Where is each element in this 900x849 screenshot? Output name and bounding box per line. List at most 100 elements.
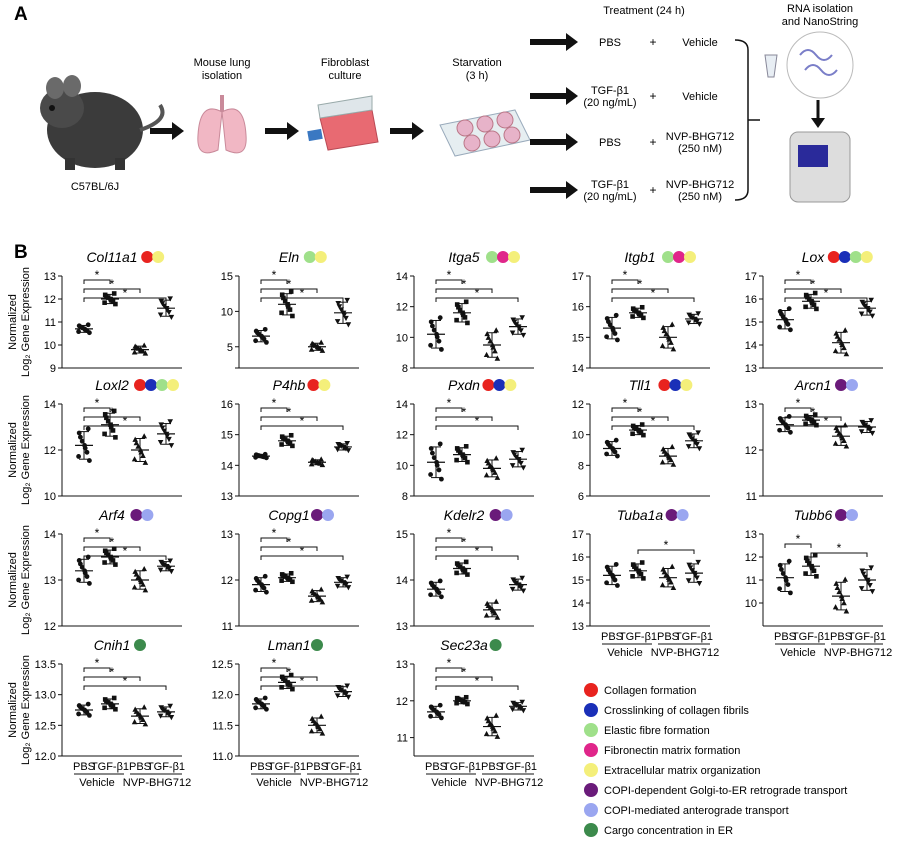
treatment-right: NVP-BHG712(250 nM) bbox=[666, 179, 734, 203]
pathway-dot bbox=[141, 509, 154, 521]
pathway-dot bbox=[497, 251, 509, 263]
data-point bbox=[104, 550, 109, 556]
chart-title: Itga5 bbox=[448, 249, 479, 265]
significance-bracket bbox=[260, 297, 344, 302]
y-tick-label: 17 bbox=[572, 529, 584, 541]
data-point bbox=[454, 700, 459, 706]
data-point bbox=[493, 455, 499, 461]
panel-b-letter: B bbox=[14, 242, 28, 263]
pathway-dot bbox=[134, 639, 146, 651]
data-point bbox=[463, 444, 469, 449]
chart-title: Loxl2 bbox=[95, 377, 129, 393]
treatment-right: Vehicle bbox=[682, 37, 717, 49]
y-tick-label: 15 bbox=[221, 271, 233, 283]
data-point bbox=[287, 307, 293, 312]
pathway-dot bbox=[141, 251, 154, 263]
data-point bbox=[520, 588, 527, 594]
data-point bbox=[430, 706, 435, 711]
x-tick-label: PBS bbox=[481, 761, 503, 773]
data-point bbox=[511, 701, 518, 708]
mouse-label: C57BL/6J bbox=[71, 181, 119, 193]
significance-star: * bbox=[824, 414, 829, 428]
y-tick-label: 12 bbox=[572, 399, 584, 411]
significance-bracket bbox=[260, 288, 318, 293]
data-point bbox=[167, 558, 173, 564]
data-point bbox=[264, 339, 269, 345]
data-point bbox=[131, 584, 138, 590]
x-tick-label: PBS bbox=[73, 761, 95, 773]
legend-label: COPI-mediated anterograde transport bbox=[604, 805, 789, 817]
y-tick-label: 13.5 bbox=[35, 659, 56, 671]
data-point bbox=[832, 440, 839, 446]
pathway-dot bbox=[673, 251, 685, 263]
data-point bbox=[336, 304, 343, 310]
significance-star: * bbox=[475, 286, 480, 300]
pathway-dot bbox=[134, 379, 146, 391]
data-point bbox=[428, 472, 433, 477]
data-point bbox=[858, 311, 865, 317]
legend-label: Collagen formation bbox=[604, 685, 696, 697]
y-tick-label: 16 bbox=[572, 552, 584, 564]
x-tick-label: TGF-β1 bbox=[443, 761, 481, 773]
chart-title: Arf4 bbox=[98, 507, 125, 523]
chart-title: Tuba1a bbox=[617, 507, 664, 523]
significance-bracket bbox=[784, 288, 842, 293]
y-tick-label: 15 bbox=[396, 529, 408, 541]
legend-label: Fibronectin matrix formation bbox=[604, 745, 740, 757]
significance-bracket bbox=[83, 416, 141, 421]
data-point bbox=[157, 713, 164, 719]
significance-bracket bbox=[611, 425, 695, 430]
data-point bbox=[140, 581, 146, 587]
data-point bbox=[833, 330, 839, 336]
y-tick-label: 13 bbox=[745, 399, 757, 411]
data-point bbox=[76, 454, 81, 459]
treatment-plus: + bbox=[649, 35, 656, 49]
significance-bracket bbox=[260, 537, 288, 542]
significance-bracket bbox=[784, 425, 868, 430]
data-point bbox=[696, 446, 703, 452]
data-point bbox=[661, 448, 668, 454]
data-point bbox=[843, 351, 850, 357]
data-point bbox=[485, 718, 492, 724]
data-point bbox=[511, 319, 518, 325]
data-point bbox=[670, 461, 677, 467]
data-point bbox=[310, 341, 317, 347]
x-tick-label: PBS bbox=[250, 761, 272, 773]
legend-label: COPI-dependent Golgi-to-ER retrograde tr… bbox=[604, 785, 847, 797]
chart-title: Arcn1 bbox=[794, 377, 832, 393]
data-point bbox=[687, 434, 694, 440]
data-point bbox=[105, 418, 111, 424]
treatment-left: TGF-β1(20 ng/mL) bbox=[583, 179, 636, 203]
data-point bbox=[85, 701, 91, 707]
data-point bbox=[777, 586, 782, 592]
data-point bbox=[841, 344, 847, 351]
y-tick-label: 12 bbox=[44, 294, 56, 306]
significance-star: * bbox=[110, 535, 115, 549]
data-point bbox=[661, 569, 668, 575]
data-point bbox=[659, 582, 666, 588]
significance-bracket bbox=[810, 552, 868, 557]
significance-bracket bbox=[260, 667, 288, 672]
data-point bbox=[290, 313, 295, 319]
data-point bbox=[670, 346, 677, 352]
chart-title: Kdelr2 bbox=[444, 507, 485, 523]
y-tick-label: 14 bbox=[745, 340, 757, 352]
data-point bbox=[860, 571, 867, 577]
y-tick-label: 11.5 bbox=[212, 720, 233, 732]
y-tick-label: 12 bbox=[44, 621, 56, 633]
x-tick-label: TGF-β1 bbox=[792, 631, 830, 643]
data-point bbox=[310, 717, 317, 724]
significance-star: * bbox=[110, 277, 115, 291]
data-point bbox=[141, 704, 147, 710]
pathway-dot bbox=[508, 251, 520, 263]
data-point bbox=[279, 578, 284, 583]
data-point bbox=[834, 584, 841, 591]
data-point bbox=[290, 443, 295, 449]
significance-star: * bbox=[300, 414, 305, 428]
x-tick-label: PBS bbox=[830, 631, 852, 643]
data-point bbox=[132, 436, 138, 442]
data-point bbox=[281, 676, 286, 682]
treatment-left: TGF-β1(20 ng/mL) bbox=[583, 85, 636, 109]
